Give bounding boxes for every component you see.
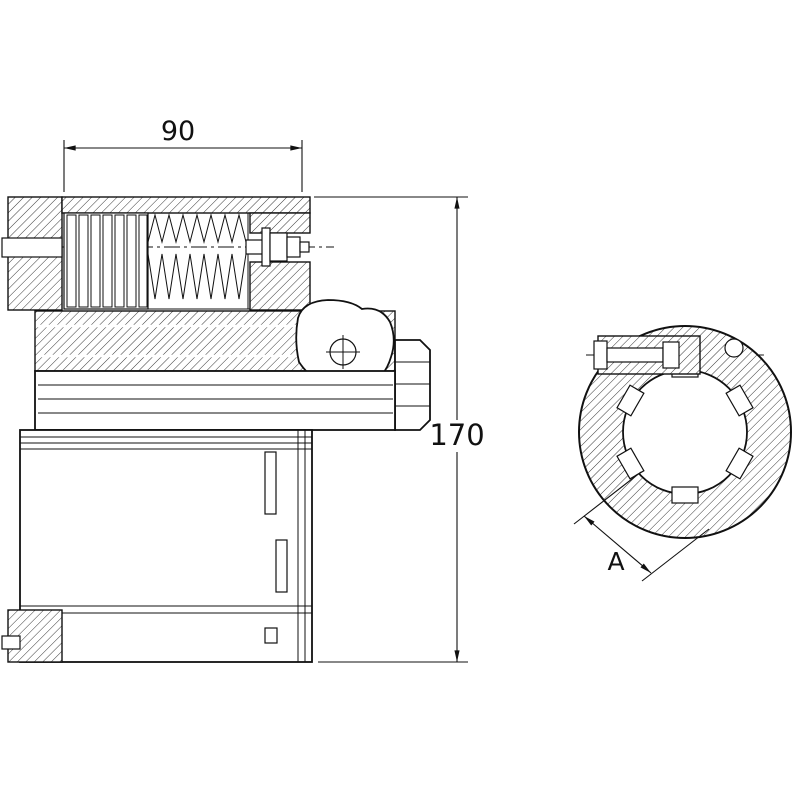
plate-housing bbox=[63, 212, 149, 310]
friction-plate bbox=[114, 214, 125, 308]
end-cap-outline bbox=[394, 339, 431, 431]
dim-170-label: 170 bbox=[429, 418, 484, 452]
spline-groove bbox=[725, 384, 754, 417]
friction-plate-stack bbox=[63, 212, 149, 310]
extension-line bbox=[573, 471, 642, 525]
dimension-line bbox=[583, 515, 652, 574]
hub-bore bbox=[1, 237, 63, 258]
friction-plate bbox=[66, 214, 77, 308]
friction-plate bbox=[126, 214, 137, 308]
friction-plate bbox=[138, 214, 148, 308]
dim-90-label: 90 bbox=[161, 116, 195, 147]
hub-body-outline bbox=[34, 370, 396, 431]
end-block-bottom bbox=[249, 261, 311, 311]
guard-tube bbox=[1, 429, 313, 663]
adjuster-bolt bbox=[245, 227, 310, 267]
friction-plate bbox=[90, 214, 101, 308]
end-view: A bbox=[573, 325, 792, 582]
clamp-bolt-shaft bbox=[606, 347, 664, 363]
tube-slot bbox=[264, 451, 277, 515]
spline-grooves bbox=[616, 360, 754, 504]
yoke-lug bbox=[295, 299, 395, 392]
compression-springs bbox=[147, 212, 250, 310]
tube-slot bbox=[275, 539, 288, 593]
shaft-end-cap bbox=[394, 339, 431, 431]
dim-a-label: A bbox=[607, 547, 624, 576]
spline-groove bbox=[725, 447, 754, 480]
tube-hub-notch bbox=[1, 635, 21, 650]
bolt-tip bbox=[299, 241, 310, 253]
spring-coil-lower bbox=[147, 253, 247, 300]
end-block-top bbox=[249, 212, 311, 234]
bolt-washer bbox=[261, 227, 271, 267]
spline-groove bbox=[671, 486, 699, 504]
friction-plate bbox=[78, 214, 89, 308]
bolt-head bbox=[269, 232, 288, 262]
clamp-cross-hole bbox=[724, 338, 744, 358]
dimension-90: 90 bbox=[63, 116, 303, 192]
tube-outline bbox=[19, 429, 313, 663]
clamp-bolt-head bbox=[593, 340, 608, 370]
bolt-nut bbox=[286, 236, 301, 258]
spline-bore bbox=[622, 369, 748, 495]
extension-line bbox=[641, 528, 710, 582]
left-hub-section bbox=[1, 196, 63, 311]
spring-coil-upper bbox=[147, 213, 247, 244]
dimension-a: A bbox=[573, 471, 710, 582]
friction-plate bbox=[102, 214, 113, 308]
cover-plate bbox=[61, 196, 311, 214]
side-view: 90 170 bbox=[1, 116, 485, 663]
tube-slot bbox=[264, 627, 278, 644]
clamp-assembly bbox=[593, 335, 744, 375]
hub-body bbox=[34, 370, 396, 431]
spline-groove bbox=[616, 384, 645, 417]
dimension-170: 170 bbox=[314, 196, 485, 663]
clamp-bolt-nut bbox=[662, 341, 680, 369]
